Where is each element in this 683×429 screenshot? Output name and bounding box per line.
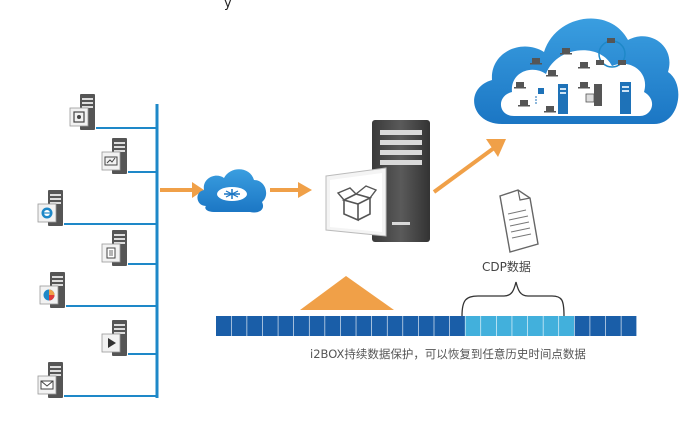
data-segment xyxy=(590,316,606,336)
box-icon xyxy=(336,185,378,222)
cdp-data-label: CDP数据 xyxy=(482,260,531,274)
document-icon xyxy=(499,189,539,253)
mail-icon xyxy=(40,380,54,390)
client-workstation xyxy=(101,138,127,174)
data-segment xyxy=(449,316,465,336)
document-icon xyxy=(106,247,116,259)
data-segment xyxy=(387,316,403,336)
network-bus xyxy=(64,104,159,398)
arrow-router-to-server xyxy=(270,182,312,198)
data-segment xyxy=(278,316,294,336)
cdp-data-segment xyxy=(481,316,497,336)
data-segment xyxy=(574,316,590,336)
data-segment xyxy=(340,316,356,336)
cdp-data-segment xyxy=(496,316,512,336)
data-segment xyxy=(418,316,434,336)
client-workstation xyxy=(101,320,127,356)
cdp-data-segment xyxy=(527,316,543,336)
data-timeline-strip xyxy=(216,316,637,336)
data-segment xyxy=(371,316,387,336)
data-segment xyxy=(403,316,419,336)
cdp-data-segment xyxy=(512,316,528,336)
data-segment xyxy=(247,316,263,336)
play-icon xyxy=(108,338,116,348)
data-segment xyxy=(325,316,341,336)
data-segment xyxy=(262,316,278,336)
client-workstation xyxy=(37,190,63,226)
arrow-server-to-cloud xyxy=(432,139,506,194)
cdp-data-segment xyxy=(543,316,559,336)
safe-icon xyxy=(73,111,85,123)
title-fragment: y xyxy=(224,0,232,11)
caption-text: i2BOX持续数据保护，可以恢复到任意历史时间点数据 xyxy=(310,347,586,361)
ie-browser-icon xyxy=(41,207,53,219)
pie-chart-icon xyxy=(43,289,55,301)
client-workstation xyxy=(37,362,63,398)
arrow-bus-to-router xyxy=(160,182,204,198)
data-segment xyxy=(231,316,247,336)
client-workstation xyxy=(69,94,95,130)
cloud-network-icons xyxy=(514,38,631,114)
data-segment xyxy=(216,316,231,336)
backup-server xyxy=(325,120,430,242)
data-segment xyxy=(434,316,450,336)
data-segment xyxy=(309,316,325,336)
data-segment xyxy=(356,316,372,336)
data-segment xyxy=(293,316,309,336)
cloud-datacenter xyxy=(474,18,679,124)
client-workstation xyxy=(39,272,65,308)
cdp-data-segment xyxy=(559,316,575,336)
restore-triangle-icon xyxy=(300,276,394,310)
cdp-brace xyxy=(461,281,565,317)
client-workstation xyxy=(101,230,127,266)
data-segment xyxy=(605,316,621,336)
data-segment xyxy=(621,316,637,336)
cdp-data-segment xyxy=(465,316,481,336)
chart-window-icon xyxy=(104,156,118,166)
client-workstations xyxy=(37,94,127,398)
router-cloud-icon xyxy=(197,169,267,213)
